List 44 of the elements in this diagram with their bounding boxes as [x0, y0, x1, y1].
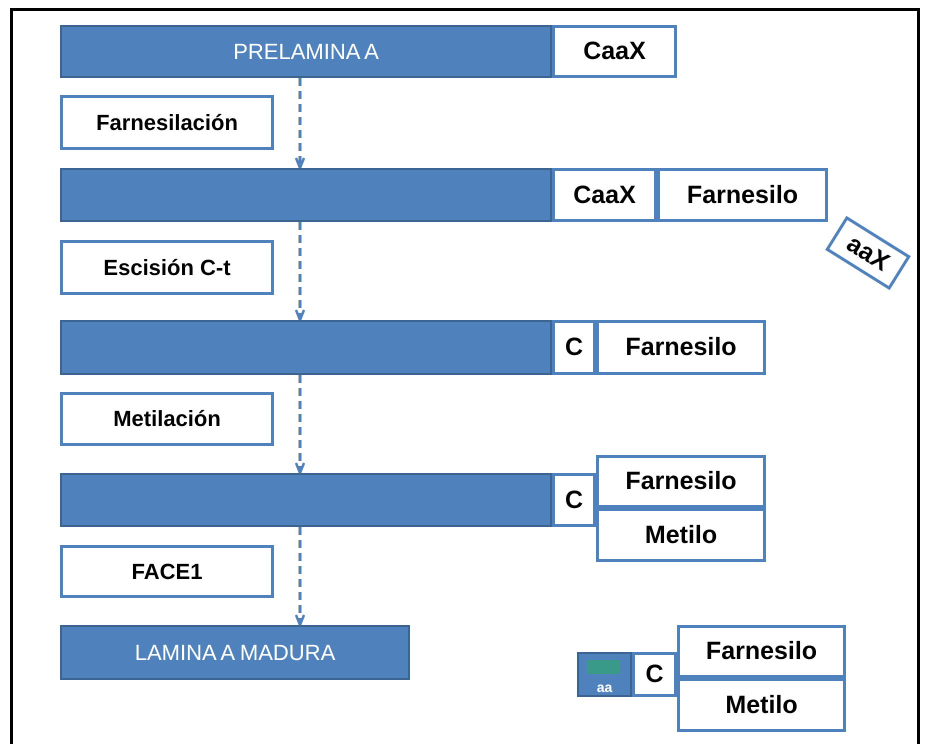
segment-box	[632, 652, 677, 697]
label: Metilo	[644, 520, 718, 550]
label: aaX	[841, 228, 895, 278]
arrow	[294, 375, 306, 474]
label: Metilación	[113, 406, 221, 432]
segment-box	[552, 25, 677, 78]
segment-box	[677, 678, 846, 732]
protein-bar	[60, 25, 552, 78]
label: Farnesilo	[625, 333, 737, 362]
label: C	[564, 486, 584, 514]
label: FACE1	[132, 558, 202, 584]
protein-bar	[60, 625, 410, 680]
label: Farnesilo	[706, 637, 818, 666]
step-label-box	[60, 240, 274, 295]
label: PRELAMINA A	[233, 38, 379, 64]
segment-box	[657, 168, 828, 222]
label: Metilo	[725, 690, 798, 720]
segment-box	[596, 508, 766, 562]
arrow	[294, 527, 306, 626]
segment-box	[552, 320, 596, 375]
step-label-box	[60, 545, 274, 598]
label: Farnesilo	[625, 467, 737, 496]
step-label-box	[60, 392, 274, 446]
label: C	[564, 333, 584, 362]
arrow	[294, 222, 306, 322]
label: aa	[596, 679, 612, 695]
segment-box	[596, 320, 766, 375]
label: C	[645, 660, 664, 689]
label: Escisión C-t	[103, 254, 231, 280]
label: CaaX	[573, 180, 636, 210]
segment-box	[552, 168, 657, 222]
label: CaaX	[583, 37, 646, 66]
label: Farnesilación	[96, 110, 238, 136]
protein-bar	[577, 652, 632, 697]
step-label-box	[60, 95, 274, 150]
segment-box	[596, 455, 766, 508]
label: LAMINA A MADURA	[134, 640, 336, 666]
protein-bar	[60, 168, 552, 222]
label: Farnesilo	[686, 180, 798, 210]
protein-bar	[60, 320, 552, 375]
protein-bar	[60, 473, 552, 527]
segment-box	[552, 473, 596, 527]
arrow	[294, 78, 306, 170]
segment-box	[677, 625, 846, 678]
